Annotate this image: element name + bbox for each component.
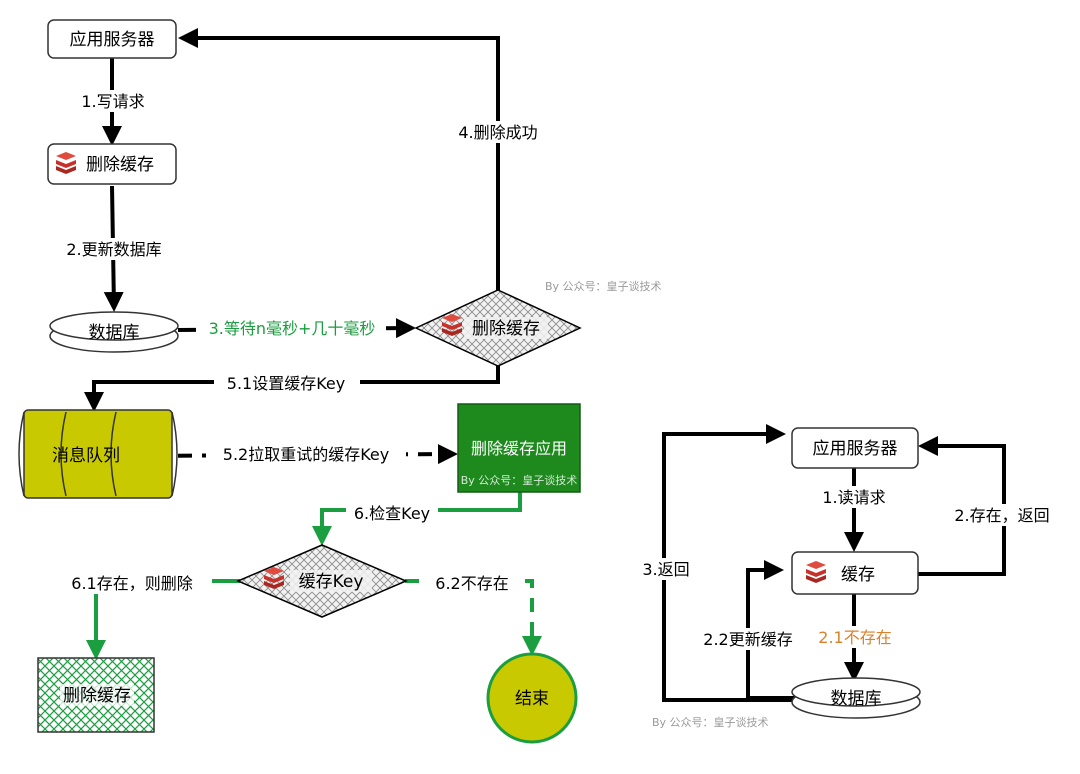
label-update-cache: 2.2更新缓存 (703, 630, 792, 649)
node-delete-cache-3: 删除缓存 (37, 657, 155, 733)
edge-update-db: 2.更新数据库 (50, 185, 180, 312)
edge-exists-return: 2.存在，返回 (918, 436, 1062, 576)
label-set-key: 5.1设置缓存Key (227, 374, 345, 393)
redis-icon (442, 314, 462, 336)
svg-text:数据库: 数据库 (831, 689, 882, 709)
redis-icon (56, 152, 76, 174)
node-delete-cache-diamond: 删除缓存 (414, 289, 582, 367)
edge-wait: 3.等待n毫秒+几十毫秒 (177, 316, 416, 340)
edge-not-exists-right: 2.1不存在 (812, 594, 898, 682)
node-app-server-right: 应用服务器 (791, 427, 919, 469)
node-app-server-left: 应用服务器 (47, 19, 177, 59)
edge-check-key: 6.检查Key (312, 492, 522, 546)
label-update-db: 2.更新数据库 (66, 240, 161, 259)
edge-exists-delete: 6.1存在，则删除 (52, 572, 240, 660)
label-not-exists-left: 6.2不存在 (435, 574, 508, 593)
label-not-exists-right: 2.1不存在 (818, 628, 891, 647)
label-exists-delete: 6.1存在，则删除 (71, 574, 192, 593)
edge-set-key: 5.1设置缓存Key (84, 366, 500, 412)
node-cache-key-diamond: 缓存Key (236, 544, 408, 618)
edge-pull-key: 5.2拉取重试的缓存Key (129, 442, 458, 466)
watermark-top: By 公众号：皇子谈技术 (545, 279, 662, 293)
svg-text:应用服务器: 应用服务器 (813, 439, 898, 459)
label-write-request: 1.写请求 (81, 92, 144, 111)
node-database-left: 数据库 (49, 311, 179, 353)
svg-text:缓存: 缓存 (841, 565, 875, 585)
edge-read-request: 1.读请求 (812, 468, 896, 552)
svg-text:删除缓存: 删除缓存 (86, 155, 154, 175)
label-exists-return: 2.存在，返回 (954, 506, 1049, 525)
watermark-app: By 公众号：皇子谈技术 (461, 473, 578, 487)
node-end: 结束 (486, 652, 578, 744)
node-cache-right: 缓存 (791, 551, 919, 595)
svg-text:缓存Key: 缓存Key (299, 572, 364, 592)
label-pull-key: 5.2拉取重试的缓存Key (223, 445, 389, 464)
label-return: 3.返回 (642, 560, 689, 579)
svg-text:删除缓存: 删除缓存 (472, 319, 540, 339)
label-check-key: 6.检查Key (354, 504, 430, 523)
svg-text:删除缓存: 删除缓存 (63, 686, 131, 706)
svg-text:应用服务器: 应用服务器 (70, 30, 155, 50)
label-wait: 3.等待n毫秒+几十毫秒 (209, 319, 376, 338)
edge-write-request: 1.写请求 (70, 58, 156, 146)
redis-icon (264, 567, 284, 589)
svg-text:结束: 结束 (515, 689, 549, 709)
edge-update-cache: 2.2更新缓存 (696, 560, 800, 700)
label-read-request: 1.读请求 (822, 488, 885, 507)
redis-icon (806, 561, 826, 583)
node-database-right: 数据库 (791, 677, 921, 719)
edge-delete-success: 4.删除成功 (178, 28, 548, 290)
svg-text:数据库: 数据库 (89, 323, 140, 343)
edge-not-exists: 6.2不存在 (405, 572, 542, 656)
node-message-queue: 消息队列 (18, 409, 178, 499)
svg-text:消息队列: 消息队列 (52, 446, 120, 466)
edge-return: 3.返回 (632, 424, 792, 702)
svg-text:删除缓存应用: 删除缓存应用 (471, 439, 567, 458)
node-delete-cache-1: 删除缓存 (47, 143, 177, 185)
watermark-bottom: By 公众号：皇子谈技术 (652, 715, 769, 729)
label-delete-success: 4.删除成功 (458, 123, 537, 142)
node-delete-cache-app: 删除缓存应用 By 公众号：皇子谈技术 (457, 403, 581, 493)
